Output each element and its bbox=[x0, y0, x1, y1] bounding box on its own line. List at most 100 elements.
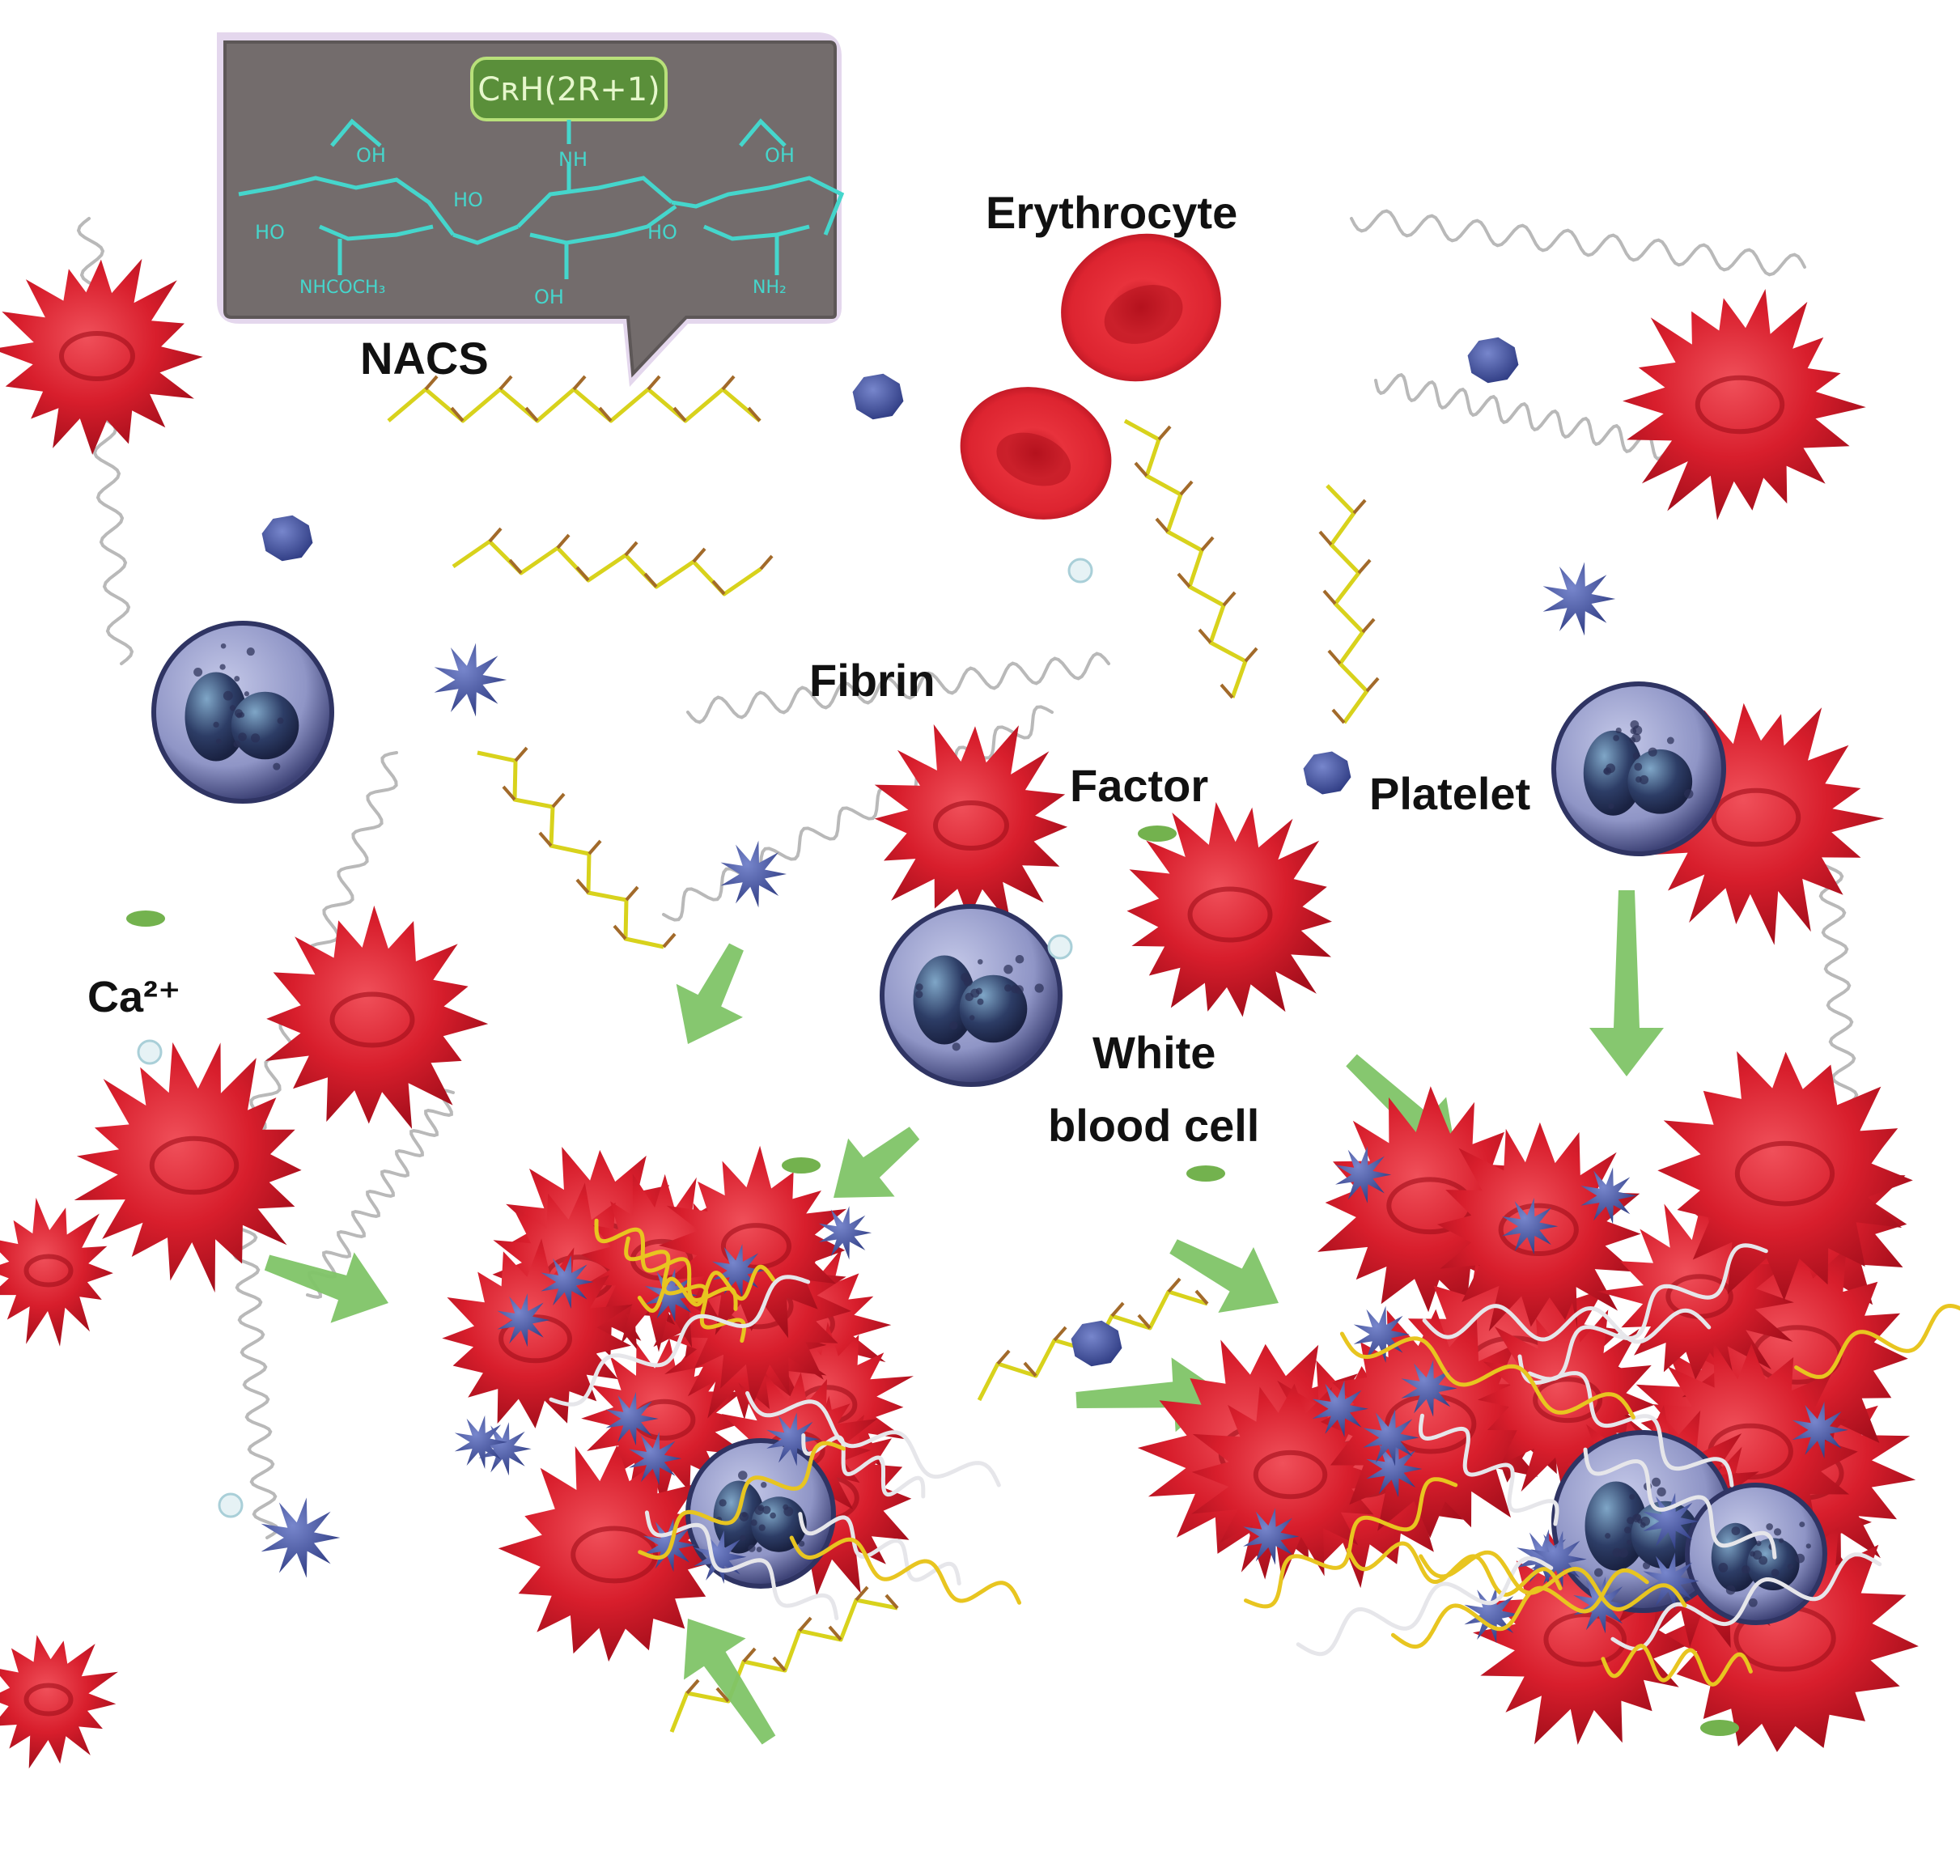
clot-strand bbox=[1390, 1568, 1649, 1649]
group-nh2: NH₂ bbox=[753, 278, 787, 298]
clot-strand bbox=[549, 1275, 811, 1407]
nacs-chain bbox=[387, 375, 762, 423]
flow-arrow bbox=[1169, 1239, 1279, 1314]
calcium-ion bbox=[137, 1039, 163, 1065]
fibrin-strand bbox=[306, 1089, 455, 1299]
activated-erythrocyte bbox=[498, 1445, 723, 1662]
label-nacs: NACS bbox=[360, 333, 489, 384]
activated-erythrocyte bbox=[0, 1197, 113, 1347]
group-ho-1: HO bbox=[453, 189, 483, 211]
label-calcium: Ca²⁺ bbox=[87, 973, 181, 1021]
activated-platelet bbox=[1792, 1401, 1848, 1459]
fibrin-strand bbox=[1350, 209, 1806, 277]
clotting-factor bbox=[1138, 826, 1177, 842]
label-factor: Factor bbox=[1070, 760, 1208, 811]
group-nhcoch3: NHCOCH₃ bbox=[299, 278, 385, 298]
activated-platelet bbox=[819, 1206, 872, 1260]
erythrocyte bbox=[960, 387, 1112, 520]
platelet bbox=[1303, 751, 1351, 795]
activated-erythrocyte bbox=[0, 258, 203, 455]
erythrocyte bbox=[1061, 233, 1221, 382]
activated-platelet bbox=[1401, 1360, 1457, 1417]
flow-arrow bbox=[834, 1127, 920, 1198]
activated-platelet bbox=[605, 1391, 659, 1446]
nacs-chain bbox=[1123, 418, 1258, 699]
label-fibrin: Fibrin bbox=[809, 655, 935, 706]
fibrin-strand bbox=[230, 1212, 280, 1539]
group-oh-3: OH bbox=[534, 286, 564, 308]
clot-strand bbox=[1419, 1413, 1559, 1526]
chitosan-backbone bbox=[238, 118, 845, 279]
activated-erythrocyte bbox=[1126, 802, 1332, 1017]
label-white-line2: blood cell bbox=[1048, 1100, 1259, 1151]
flow-arrow bbox=[676, 943, 744, 1044]
clotting-factor bbox=[782, 1157, 821, 1174]
clot-strand bbox=[1610, 1552, 1882, 1651]
nacs-chain bbox=[477, 746, 677, 949]
activated-platelet bbox=[261, 1497, 341, 1578]
activated-platelet bbox=[1643, 1552, 1699, 1610]
clot-strand bbox=[1527, 1243, 1768, 1382]
group-nh: NH bbox=[558, 148, 588, 171]
activated-platelet bbox=[1530, 1530, 1587, 1588]
white-blood-cell bbox=[880, 904, 1063, 1087]
flow-arrow bbox=[684, 1619, 776, 1745]
clot-strand bbox=[1422, 1304, 1712, 1344]
label-platelet: Platelet bbox=[1369, 768, 1530, 819]
fibrin-strand bbox=[686, 652, 1110, 724]
clot-strand bbox=[789, 1535, 1021, 1605]
fibrin-strand bbox=[249, 751, 398, 1135]
clot-strand bbox=[594, 1218, 738, 1311]
clot-strand bbox=[798, 1512, 961, 1585]
flow-arrows bbox=[264, 890, 1664, 1745]
label-white-line1: White bbox=[1092, 1027, 1215, 1078]
activated-platelet bbox=[1542, 562, 1616, 636]
group-ho-3: HO bbox=[647, 221, 677, 244]
group-ho-2: HO bbox=[255, 221, 285, 244]
clotting-factor bbox=[126, 910, 165, 927]
clotting-factor bbox=[1700, 1720, 1739, 1736]
activated-platelet bbox=[541, 1254, 594, 1309]
group-oh-2: OH bbox=[765, 144, 795, 167]
platelet bbox=[261, 515, 313, 562]
activated-erythrocyte bbox=[74, 1042, 302, 1293]
clot-strand bbox=[1296, 1556, 1554, 1657]
label-erythrocyte: Erythrocyte bbox=[986, 187, 1237, 238]
nacs-chains bbox=[387, 375, 1380, 1733]
clot-strand bbox=[801, 1433, 926, 1499]
fibrin-strand bbox=[1374, 372, 1685, 461]
clot-strand bbox=[1339, 1331, 1635, 1420]
clotting-factor bbox=[1186, 1165, 1225, 1182]
group-oh-1: OH bbox=[356, 144, 386, 167]
white-blood-cell bbox=[1551, 681, 1726, 856]
substituent-label: CʀH(2R+1) bbox=[477, 71, 660, 108]
activated-platelet bbox=[478, 1422, 532, 1476]
activated-platelet bbox=[1363, 1409, 1419, 1466]
activated-platelet bbox=[1643, 1492, 1699, 1550]
activated-platelet bbox=[1353, 1305, 1410, 1363]
calcium-ion bbox=[218, 1492, 244, 1518]
free-cells bbox=[0, 233, 1885, 1769]
clot-left bbox=[442, 1145, 1021, 1662]
activated-erythrocyte bbox=[0, 1635, 118, 1769]
nacs-chain bbox=[452, 527, 774, 596]
clot-strand bbox=[1601, 1644, 1753, 1687]
activated-platelet bbox=[1580, 1167, 1637, 1224]
activated-platelet bbox=[1502, 1198, 1559, 1255]
nacs-chain bbox=[669, 1585, 899, 1733]
calcium-ion bbox=[1047, 934, 1073, 960]
white-blood-cell bbox=[151, 621, 334, 804]
clot-strand bbox=[637, 1264, 775, 1314]
clot-strand bbox=[1346, 1541, 1563, 1597]
activated-erythrocyte bbox=[1623, 289, 1866, 520]
clot-strand bbox=[644, 1510, 839, 1620]
flow-arrow bbox=[1589, 890, 1664, 1076]
activated-platelet bbox=[1573, 1577, 1630, 1634]
platelet bbox=[1467, 337, 1519, 384]
fibrin-strand bbox=[662, 705, 1054, 922]
activated-platelet bbox=[720, 840, 787, 908]
activated-erythrocyte bbox=[1657, 1050, 1913, 1301]
activated-erythrocyte bbox=[265, 905, 489, 1129]
calcium-ion bbox=[1067, 558, 1093, 584]
